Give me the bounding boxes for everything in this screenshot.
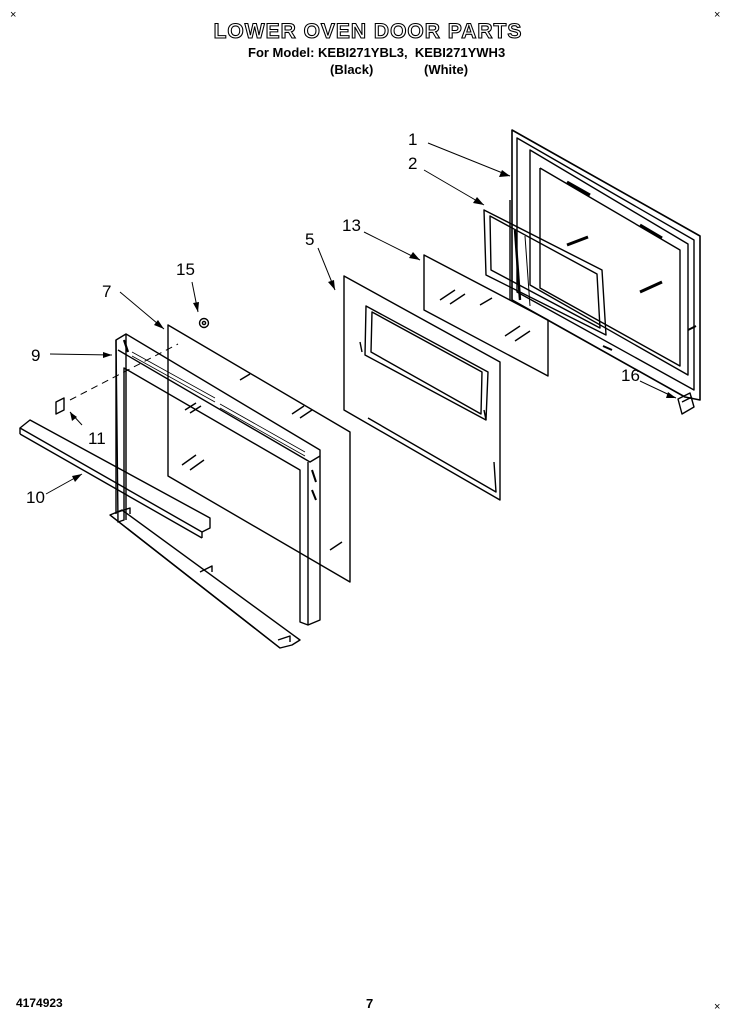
corner-mark-top-left: × [10, 9, 17, 21]
part-2-door-loop [483, 209, 607, 336]
white-model-label: (White) [424, 62, 469, 77]
page-number: 7 [366, 996, 374, 1011]
part-1-inner-door-frame [509, 129, 701, 401]
callout-11: 11 [88, 429, 106, 448]
page-title: LOWER OVEN DOOR PARTS [213, 19, 523, 43]
bottom-rail [109, 507, 301, 649]
callout-10: 10 [26, 488, 45, 507]
callout-16: 16 [621, 366, 640, 385]
document-number: 4174923 [16, 996, 63, 1010]
callout-1: 1 [408, 130, 418, 149]
corner-mark-top-right: × [714, 9, 721, 21]
alignment-line [69, 343, 179, 401]
part-5-inner-panel [343, 275, 501, 501]
part-7-outer-glass [167, 324, 351, 583]
callout-13: 13 [342, 216, 361, 235]
part-16-bracket [677, 392, 695, 415]
black-model-label: (Black) [330, 62, 374, 77]
corner-mark-bottom-right: × [714, 1001, 721, 1013]
callout-5: 5 [305, 230, 315, 249]
leader-arrowheads [70, 170, 676, 482]
callout-2: 2 [408, 154, 418, 173]
callout-15: 15 [176, 260, 195, 279]
part-13-glass-pane [423, 254, 549, 377]
part-10-handle-strip [19, 419, 211, 539]
model-numbers: For Model: KEBI271YBL3, KEBI271YWH3 [248, 45, 506, 60]
part-11-clip [55, 397, 65, 415]
callout-9: 9 [31, 346, 41, 365]
part-15-screw [198, 317, 210, 329]
callout-7: 7 [102, 282, 112, 301]
part-9-trim-frame [115, 333, 321, 626]
